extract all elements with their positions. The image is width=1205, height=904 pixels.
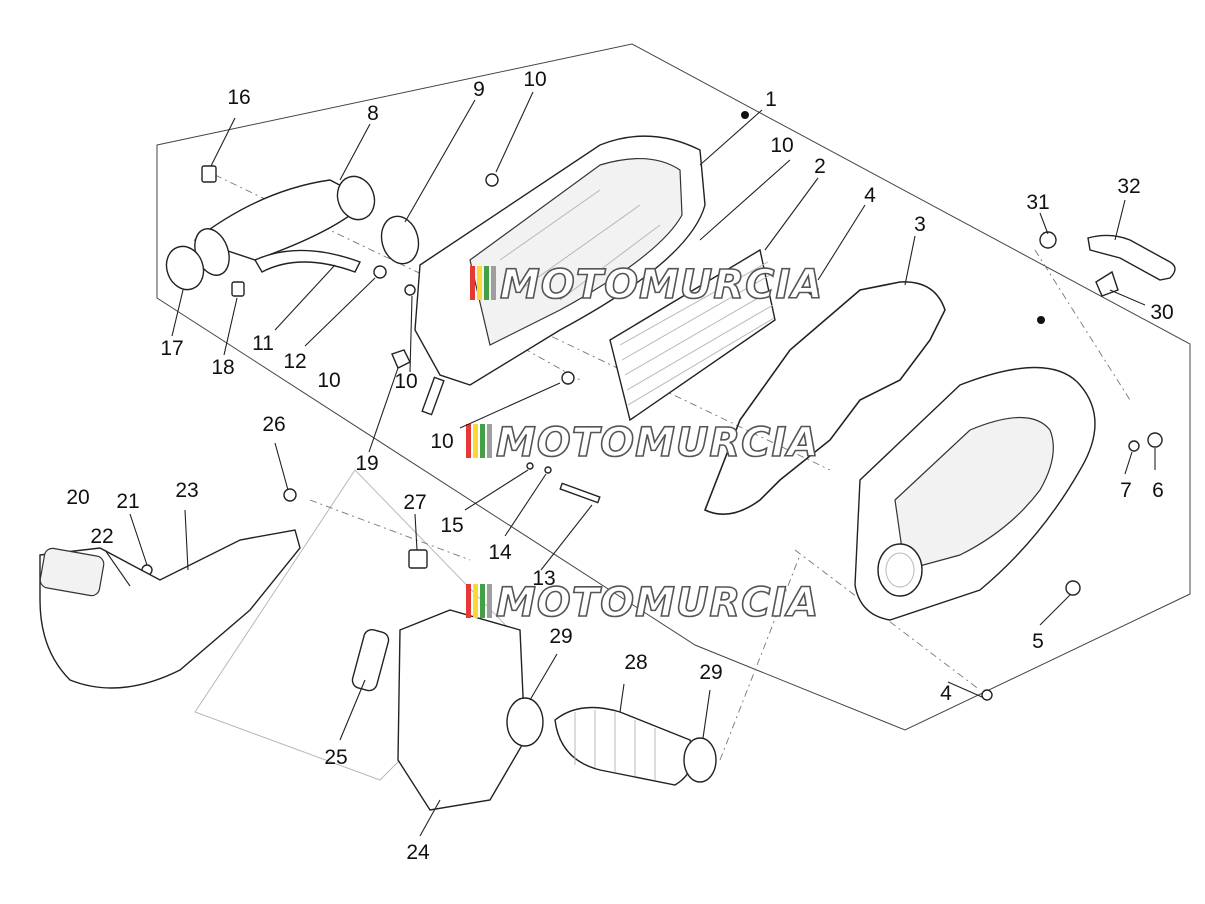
watermark-text: MOTOMURCIA — [500, 262, 823, 308]
callout-label: 31 — [1026, 191, 1049, 214]
callout-label: 29 — [549, 625, 572, 648]
callout-label: 4 — [940, 682, 952, 705]
watermark-text: MOTOMURCIA — [496, 420, 819, 466]
callout-label: 25 — [324, 746, 347, 769]
bellows-hose — [506, 697, 717, 786]
callout-label: 29 — [699, 661, 722, 684]
reference-dot — [741, 111, 749, 119]
watermark-logo: MOTOMURCIA MOTOMURCIA MOTOMURCIA — [466, 261, 823, 627]
callout-label: 10 — [523, 68, 546, 91]
filter-element — [609, 248, 776, 422]
callout-label: 2 — [814, 155, 826, 178]
filter-housing-base — [414, 135, 706, 416]
callout-label: 26 — [262, 413, 285, 436]
callout-label: 12 — [283, 350, 306, 373]
callout-label: 16 — [227, 86, 250, 109]
callout-label: 28 — [624, 651, 647, 674]
callout-label: 7 — [1120, 479, 1132, 502]
callout-label: 3 — [914, 213, 926, 236]
breather-pipe — [1039, 231, 1176, 297]
callout-label: 6 — [1152, 479, 1164, 502]
reference-dot — [1037, 316, 1045, 324]
callout-numbers: 1 2 3 4 4 5 6 7 8 9 10 10 10 10 10 11 12… — [66, 68, 1173, 864]
callout-label: 5 — [1032, 630, 1044, 653]
callout-label: 20 — [66, 486, 89, 509]
gasket-seal — [703, 281, 946, 516]
callout-label: 21 — [116, 490, 139, 513]
callout-label: 27 — [403, 491, 426, 514]
intake-duct — [193, 175, 376, 276]
callout-label: 1 — [765, 88, 777, 111]
callout-label: 8 — [367, 102, 379, 125]
callout-label: 4 — [864, 184, 876, 207]
callout-label: 10 — [317, 369, 340, 392]
watermark-text: MOTOMURCIA — [496, 580, 819, 626]
callout-label: 30 — [1150, 301, 1173, 324]
callout-label: 10 — [770, 134, 793, 157]
leader-lines — [104, 91, 1156, 837]
callout-label: 13 — [532, 567, 555, 590]
callout-label: 32 — [1117, 175, 1140, 198]
callout-label: 18 — [211, 356, 234, 379]
callout-label: 10 — [430, 430, 453, 453]
callout-label: 10 — [394, 370, 417, 393]
callout-label: 23 — [175, 479, 198, 502]
lower-connector — [351, 609, 526, 811]
callout-label: 14 — [488, 541, 512, 564]
callout-label: 17 — [160, 337, 183, 360]
callout-label: 9 — [473, 78, 485, 101]
hose-clamps — [165, 215, 420, 291]
callout-label: 15 — [440, 514, 463, 537]
filter-housing-cover — [854, 366, 1096, 621]
callout-label: 24 — [406, 841, 430, 864]
callout-label: 22 — [90, 525, 113, 548]
callout-label: 19 — [355, 452, 378, 475]
callout-label: 11 — [252, 332, 274, 355]
lower-intake-duct — [39, 529, 301, 689]
